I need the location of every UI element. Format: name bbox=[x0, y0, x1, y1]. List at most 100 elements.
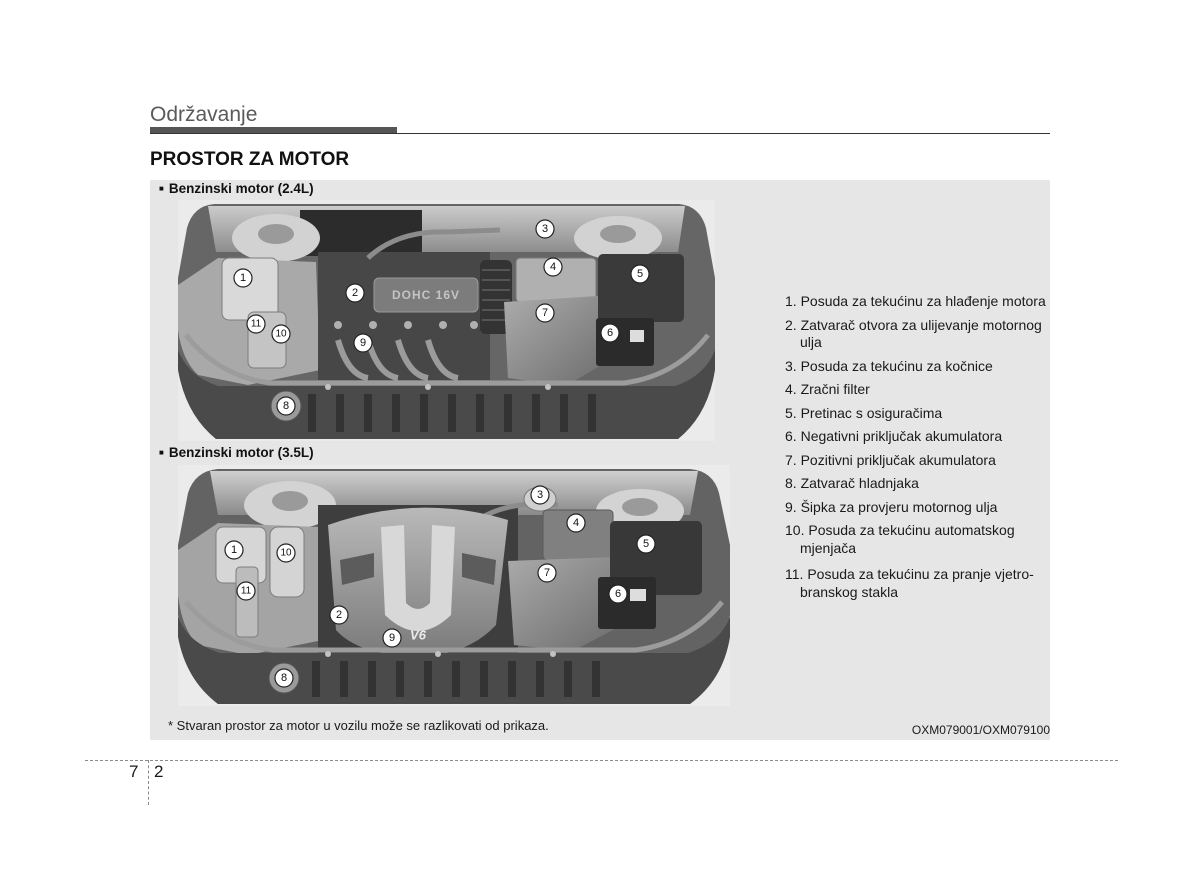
svg-text:6: 6 bbox=[607, 327, 613, 339]
svg-text:6: 6 bbox=[615, 588, 621, 600]
svg-text:9: 9 bbox=[360, 337, 366, 349]
fuse-box bbox=[598, 254, 684, 322]
bullet-icon: ■ bbox=[159, 184, 164, 193]
footer-divider bbox=[148, 760, 149, 805]
cross-member-bolts bbox=[325, 651, 556, 657]
engine-cover bbox=[373, 277, 479, 313]
svg-text:11: 11 bbox=[241, 586, 252, 597]
svg-text:2: 2 bbox=[352, 287, 358, 299]
svg-text:3: 3 bbox=[537, 489, 543, 501]
bumper-edge bbox=[184, 333, 710, 386]
air-duct bbox=[508, 557, 626, 651]
header-rule bbox=[150, 133, 1050, 134]
callout-8: 8 bbox=[274, 668, 294, 688]
callout-2: 2 bbox=[329, 605, 349, 625]
svg-text:1: 1 bbox=[231, 544, 237, 556]
legend-item: 3. Posuda za tekućinu za kočnice bbox=[785, 357, 993, 374]
intake-hose-ribs bbox=[482, 269, 510, 321]
footer-rule bbox=[85, 760, 1118, 761]
strut-mount-right bbox=[600, 225, 636, 243]
svg-text:10: 10 bbox=[275, 329, 287, 340]
callout-6: 6 bbox=[600, 323, 620, 343]
legend-item: 6. Negativni priključak akumulatora bbox=[785, 428, 1003, 444]
air-duct bbox=[504, 296, 610, 386]
cover-vent-left bbox=[340, 553, 374, 585]
callout-6: 6 bbox=[608, 584, 628, 604]
engine-caption-2-4l: ■ Benzinski motor (2.4L) bbox=[159, 181, 314, 197]
strut-mount-left bbox=[258, 224, 294, 244]
callout-7: 7 bbox=[537, 563, 557, 583]
radiator-cover-ribs bbox=[312, 661, 600, 697]
page-title: PROSTOR ZA MOTOR bbox=[150, 149, 350, 170]
svg-text:7: 7 bbox=[542, 307, 548, 319]
callout-1: 1 bbox=[233, 268, 253, 288]
engine-caption-text: Benzinski motor (2.4L) bbox=[168, 181, 314, 196]
cover-relief bbox=[381, 525, 455, 631]
svg-text:2: 2 bbox=[336, 609, 342, 621]
intake-manifold bbox=[335, 339, 459, 381]
image-reference-code: OXM079001/OXM079100 bbox=[911, 723, 1050, 737]
svg-text:9: 9 bbox=[389, 632, 395, 644]
svg-text:4: 4 bbox=[550, 261, 556, 273]
callout-9: 9 bbox=[353, 333, 373, 353]
legend-item: 10. Posuda za tekućinu automatskog mjenj… bbox=[785, 522, 1015, 556]
legend-item: 11. Posuda za tekućinu za pranje vjetro-… bbox=[785, 566, 1034, 600]
svg-text:5: 5 bbox=[643, 538, 649, 550]
svg-text:1: 1 bbox=[240, 272, 246, 284]
callout-7: 7 bbox=[535, 303, 555, 323]
cross-member-bolts bbox=[325, 384, 551, 390]
callout-4: 4 bbox=[543, 257, 563, 277]
cover-vent-right bbox=[462, 553, 496, 585]
page-number: 2 bbox=[154, 762, 164, 781]
bullet-icon: ■ bbox=[159, 448, 164, 457]
engine-cover-lettering: V6 bbox=[410, 628, 427, 643]
legend-item: 7. Pozitivni priključak akumulatora bbox=[785, 451, 996, 468]
legend-item: 8. Zatvarač hladnjaka bbox=[785, 475, 919, 491]
engine-caption-text: Benzinski motor (3.5L) bbox=[168, 445, 314, 460]
engine-hose bbox=[366, 227, 501, 260]
battery-label bbox=[630, 589, 646, 601]
callout-11: 11 bbox=[236, 581, 256, 601]
callout-10: 10 bbox=[276, 543, 296, 563]
chapter-number: 7 bbox=[129, 762, 139, 781]
callout-1: 1 bbox=[224, 540, 244, 560]
cowl-box bbox=[300, 210, 422, 256]
battery-label bbox=[630, 330, 644, 342]
section-heading: Održavanje bbox=[150, 103, 258, 126]
legend-item: 1. Posuda za tekućinu za hlađenje motora bbox=[785, 293, 1046, 309]
legend-item: 9. Šipka za provjeru motornog ulja bbox=[785, 498, 998, 515]
callout-10: 10 bbox=[271, 324, 291, 344]
svg-text:11: 11 bbox=[251, 319, 262, 330]
svg-text:4: 4 bbox=[573, 517, 579, 529]
svg-text:8: 8 bbox=[283, 400, 289, 412]
legend-item: 5. Pretinac s osiguračima bbox=[785, 404, 943, 421]
callout-3: 3 bbox=[535, 219, 555, 239]
callout-11: 11 bbox=[246, 314, 266, 334]
header-bar bbox=[150, 127, 397, 134]
washer-filler-neck bbox=[235, 566, 259, 638]
svg-text:5: 5 bbox=[637, 268, 643, 280]
figure-footnote: * Stvaran prostor za motor u vozilu može… bbox=[168, 718, 549, 733]
callout-4: 4 bbox=[566, 513, 586, 533]
strut-mount-left bbox=[272, 491, 308, 511]
strut-mount-right bbox=[622, 498, 658, 516]
radiator-cover-ribs bbox=[308, 394, 596, 432]
valve-cover-bolts bbox=[334, 321, 478, 329]
engine-photo-2-4l: DOHC 16V 1 2 3 4 5 6 7 8 9 10 11 bbox=[178, 200, 715, 441]
legend-item: 2. Zatvarač otvora za ulijevanje motorno… bbox=[785, 316, 1042, 351]
fuse-box bbox=[610, 521, 702, 595]
svg-text:3: 3 bbox=[542, 223, 548, 235]
battery bbox=[598, 577, 656, 629]
callout-9: 9 bbox=[382, 628, 402, 648]
legend-item: 4. Zračni filter bbox=[785, 381, 870, 397]
callout-5: 5 bbox=[630, 264, 650, 284]
engine-photo-3-5l: V6 1 2 3 4 5 6 7 8 9 10 11 bbox=[178, 465, 730, 706]
callout-3: 3 bbox=[530, 485, 550, 505]
coolant-reservoir bbox=[221, 257, 279, 321]
callout-8: 8 bbox=[276, 396, 296, 416]
engine-caption-3-5l: ■ Benzinski motor (3.5L) bbox=[159, 445, 314, 461]
callout-5: 5 bbox=[636, 534, 656, 554]
engine-cover bbox=[328, 507, 508, 657]
engine-cover-lettering: DOHC 16V bbox=[392, 288, 460, 302]
component-legend: 1. Posuda za tekućinu za hlađenje motora… bbox=[785, 293, 1053, 607]
